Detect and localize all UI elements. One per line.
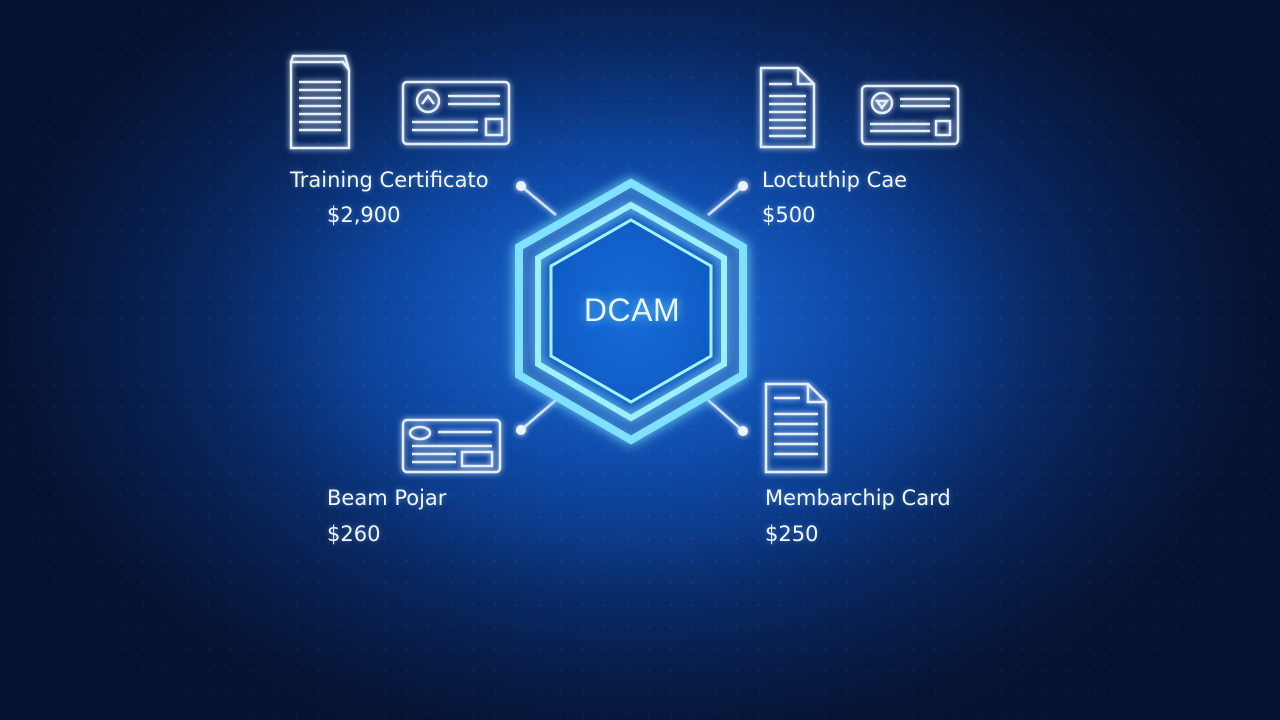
item-name-training-certificate: Training Certificato	[290, 168, 489, 192]
connector-top-right	[707, 181, 748, 216]
hub-hexagon	[515, 178, 747, 445]
document-icon	[289, 54, 351, 150]
item-price-membership-card: $250	[765, 522, 819, 546]
id-card-icon	[401, 80, 511, 146]
item-price-top-right: $500	[762, 203, 816, 227]
connector-bottom-left	[516, 399, 557, 435]
item-name-top-right: Loctuthip Cae	[762, 168, 908, 192]
item-name-bottom-left: Beam Pojar	[327, 486, 447, 510]
connector-top-left	[516, 181, 557, 216]
item-price-bottom-left: $260	[327, 522, 381, 546]
connector-bottom-right	[707, 399, 748, 436]
id-card-icon	[860, 84, 960, 146]
item-name-membership-card: Membarchip Card	[765, 486, 951, 510]
id-card-icon	[401, 418, 502, 474]
document-icon	[759, 66, 816, 149]
document-icon	[764, 382, 828, 474]
hub-label: DCAM	[583, 292, 681, 328]
item-price-training-certificate: $2,900	[327, 203, 401, 227]
